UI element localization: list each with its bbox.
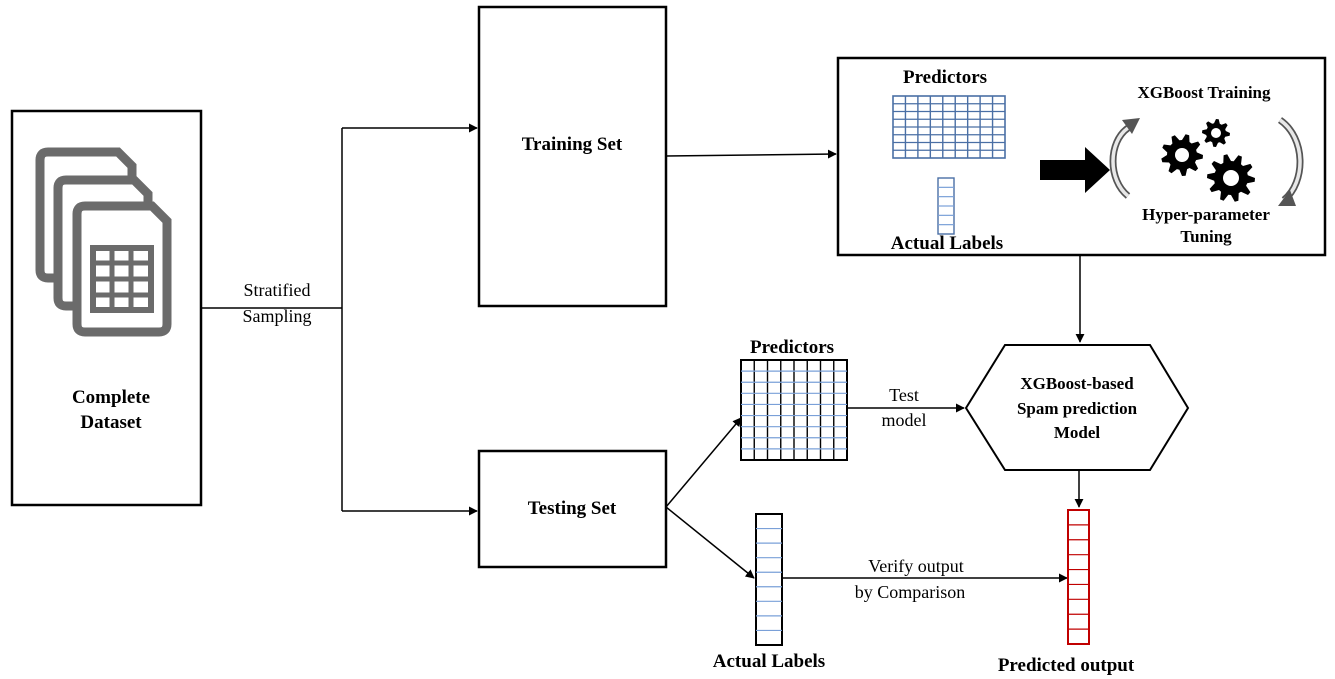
training-to-panel-arrow: [665, 149, 837, 159]
cycle-arrows-icon: [1109, 117, 1304, 206]
matrix-frame: [755, 513, 783, 646]
training-predictors-matrix: [892, 95, 1006, 159]
testing-set-label: Testing Set: [528, 498, 617, 519]
xgboost-training-label: XGBoost Training: [1137, 83, 1271, 102]
testing-predictors-label: Predictors: [750, 337, 834, 358]
training-panel: Predictors Actual Labels XGBoost Trainin…: [836, 56, 1327, 257]
gear-hole: [1175, 148, 1189, 162]
spreadsheet-files-icon: [35, 147, 172, 337]
stratified-sampling-connector: Stratified Sampling: [201, 123, 478, 516]
complete-dataset-label-line2: Dataset: [80, 412, 142, 433]
gear-hole: [1223, 170, 1239, 186]
training-set-label: Training Set: [522, 134, 623, 155]
matrix-frame: [1067, 509, 1090, 645]
testing-set-node: Testing Set: [477, 449, 668, 569]
training-actual-labels-label: Actual Labels: [891, 233, 1003, 254]
complete-dataset-label-line1: Complete: [72, 387, 150, 408]
gear-hole: [1211, 128, 1221, 138]
training-actual-labels-vector: [937, 177, 955, 235]
stratified-sampling-label-line2: Sampling: [242, 306, 311, 326]
stratified-sampling-label-line1: Stratified: [244, 280, 311, 300]
gears-icon: [1161, 119, 1255, 202]
testing-to-predictors-arrow: [665, 417, 742, 508]
training-set-node: Training Set: [477, 5, 668, 308]
predicted-output-vector: [1067, 509, 1090, 645]
model-label-line1: XGBoost-based: [1020, 374, 1134, 393]
test-model-label-line1: Test: [889, 385, 919, 405]
model-label-line3: Model: [1054, 423, 1101, 442]
testing-actual-labels-label: Actual Labels: [713, 651, 825, 672]
training-predictors-label: Predictors: [903, 67, 987, 88]
verify-label-line2: by Comparison: [855, 582, 966, 602]
testing-to-labels-arrow: [665, 506, 755, 579]
test-model-label-line2: model: [882, 410, 927, 430]
big-right-arrow-icon: [1040, 147, 1110, 193]
verify-label-line1: Verify output: [868, 556, 963, 576]
testing-predictors-matrix: [740, 359, 848, 461]
complete-dataset-node: Complete Dataset: [10, 109, 203, 507]
hyperparameter-tuning-label-line1: Hyper-parameter: [1142, 205, 1270, 224]
testing-actual-labels-vector: [755, 513, 783, 646]
predicted-output-label: Predicted output: [998, 655, 1135, 676]
hyperparameter-tuning-label-line2: Tuning: [1180, 227, 1232, 246]
xgboost-model-node: XGBoost-based Spam prediction Model: [964, 344, 1190, 471]
model-label-line2: Spam prediction: [1017, 399, 1138, 418]
